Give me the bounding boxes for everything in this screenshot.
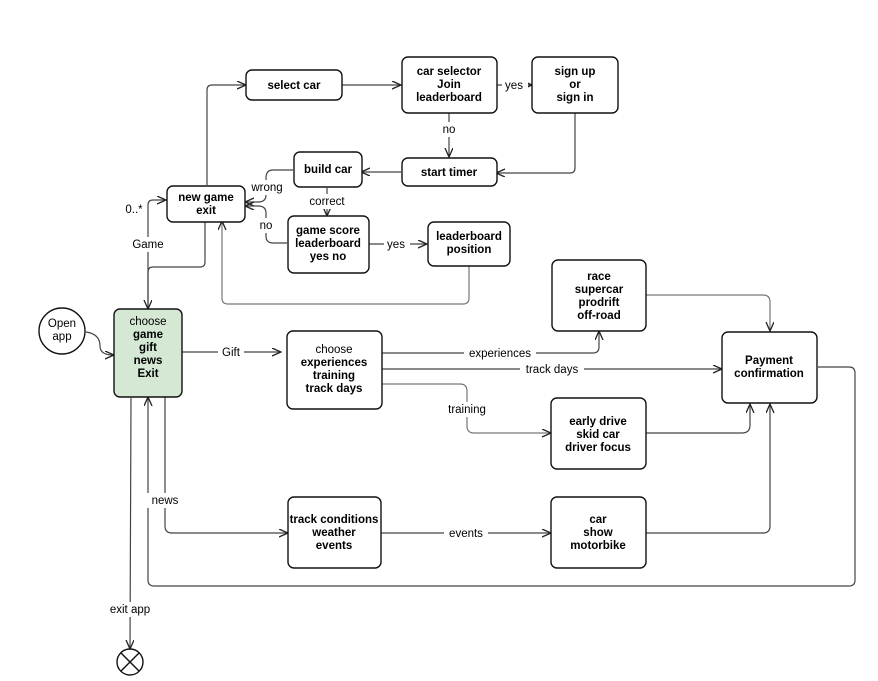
label-yes-leaderboard: yes [387,239,405,251]
node-new-game: new game exit [166,185,246,223]
edge-signup-to-timer [497,113,576,173]
svg-text:or: or [569,79,581,91]
svg-text:motorbike: motorbike [570,540,626,552]
svg-text:new game: new game [178,192,234,204]
node-build-car: build car [293,151,363,188]
node-choose-gift: choose experiences training track days [286,330,383,410]
svg-text:sign in: sign in [556,92,593,104]
label-yes-signup: yes [505,80,523,92]
svg-text:game score: game score [296,225,360,237]
svg-text:early drive: early drive [569,416,627,428]
edge-newgame-to-selectcar [206,85,245,185]
node-early-drive: early drive skid car driver focus [550,397,647,470]
node-car-show: car show motorbike [550,496,647,569]
node-game-score: game score leaderboard yes no [287,215,370,274]
svg-text:skid car: skid car [576,429,620,441]
svg-text:build car: build car [304,164,352,176]
svg-text:game: game [133,329,163,341]
edge-menu-to-newgame [147,200,165,309]
svg-text:Exit: Exit [137,368,158,380]
edge-open-to-menu [85,331,113,355]
svg-text:start timer: start timer [421,167,478,179]
svg-text:choose: choose [315,344,352,356]
label-game: Game [132,239,163,251]
svg-text:experiences: experiences [301,357,368,369]
node-select-car: select car [245,69,343,101]
edge-payment-to-menu [148,366,856,587]
label-exit-app: exit app [110,604,150,616]
edge-leaderboard-to-newgame [222,222,470,305]
label-events: events [449,528,483,540]
svg-text:Open: Open [48,318,76,330]
label-multiplicity: 0..* [125,204,143,216]
svg-text:position: position [447,244,492,256]
svg-text:Join: Join [437,79,461,91]
svg-text:track days: track days [306,383,363,395]
svg-text:off-road: off-road [577,310,620,322]
label-gift: Gift [222,347,241,359]
svg-text:race: race [587,271,611,283]
svg-text:gift: gift [139,342,157,354]
svg-text:confirmation: confirmation [734,368,804,380]
node-race: race supercar prodrift off-road [551,259,647,332]
svg-text:show: show [583,527,612,539]
edge-gift-to-race [382,332,599,354]
svg-text:car: car [589,514,607,526]
svg-text:leaderboard: leaderboard [436,231,502,243]
label-training: training [448,404,486,416]
node-sign-up: sign up or sign in [531,56,619,114]
svg-text:car selector: car selector [417,66,482,78]
svg-text:sign up: sign up [555,66,596,78]
svg-text:app: app [52,331,71,343]
svg-text:leaderboard: leaderboard [416,92,482,104]
node-payment: Payment confirmation [721,331,818,404]
node-track-conditions: track conditions weather events [287,496,382,569]
svg-text:supercar: supercar [575,284,624,296]
svg-text:track conditions: track conditions [290,514,379,526]
svg-text:training: training [313,370,355,382]
svg-text:driver focus: driver focus [565,442,631,454]
node-start-timer: start timer [401,157,498,187]
svg-text:news: news [134,355,163,367]
edge-earlydrive-to-payment [646,405,750,434]
svg-text:leaderboard: leaderboard [295,238,361,250]
svg-text:Payment: Payment [745,355,793,367]
label-news: news [152,495,179,507]
edge-labels: Game 0..* yes no wrong correct no yes Gi… [104,78,584,617]
edge-carshow-to-payment [646,405,770,534]
edge-race-to-payment [645,294,770,330]
label-correct: correct [309,196,345,208]
svg-text:exit: exit [196,205,216,217]
svg-text:weather: weather [311,527,356,539]
label-experiences: experiences [469,348,531,360]
svg-text:events: events [316,540,352,552]
label-wrong: wrong [250,182,282,194]
edge-menu-to-news [164,397,287,533]
label-track-days: track days [526,364,579,376]
node-car-selector: car selector Join leaderboard [401,56,498,114]
edge-newgame-to-menu [148,218,206,308]
node-open-app: Open app [38,307,86,355]
svg-text:choose: choose [129,316,166,328]
svg-text:select car: select car [267,80,321,92]
node-final-state [116,648,144,676]
label-no-timer: no [443,124,456,136]
svg-text:yes no: yes no [310,251,346,263]
svg-text:prodrift: prodrift [579,297,620,309]
label-no-retry: no [260,220,273,232]
node-main-menu: choose game gift news Exit [113,308,183,398]
node-leaderboard-position: leaderboard position [427,221,511,267]
